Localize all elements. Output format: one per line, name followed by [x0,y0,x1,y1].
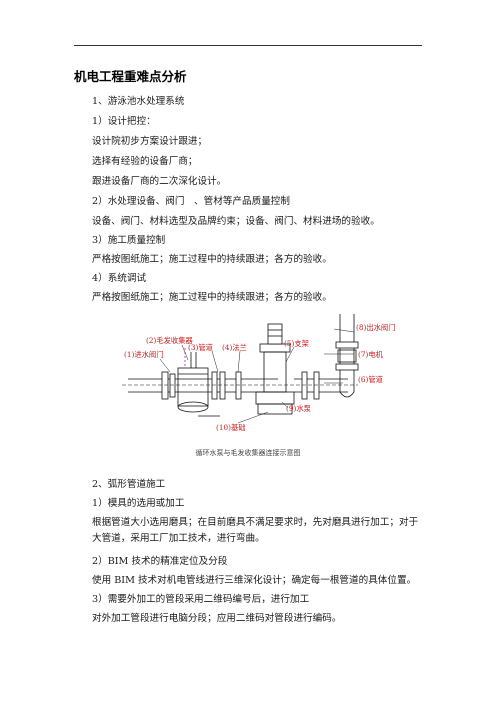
figure-caption: 循环水泵与毛发收集器连接示意图 [195,449,301,457]
label-pipe-right: (6)管道 [358,375,384,384]
subheading: 2）水处理设备、阀门 、管材等产品质量控制 [92,196,290,207]
label-flange: (4)法兰 [222,343,247,352]
subheading: 4）系统调试 [92,273,147,284]
body-line: 跟进设备厂商的二次深化设计。 [92,176,227,187]
body-line: 设计院初步方案设计跟进； [92,136,208,147]
header-rule [74,45,422,46]
body-line: 选择有经验的设备厂商； [92,156,198,167]
label-outlet-valve: (8)出水阀门 [356,323,396,332]
subheading: 3）施工质量控制 [92,235,166,246]
body-line: 严格按图纸施工；施工过程中的持续跟进；各方的验收。 [92,292,332,303]
label-pipe-left: (3)管道 [188,343,214,352]
body-line: 严格按图纸施工；施工过程中的持续跟进；各方的验收。 [92,254,332,265]
subheading: 1）设计把控： [92,116,156,127]
subheading: 3）需要外加工的管段采用二维码编号后，进行加工 [92,594,310,605]
body-paragraph: 根据管道大小选用磨具；在目前磨具不满足要求时，先对磨具进行加工；对于大管道，采用… [74,515,426,547]
label-motor: (7)电机 [358,350,384,359]
subheading: 2）BIM 技术的精准定位及分段 [92,556,228,567]
label-hair-collector: (2)毛发收集器 [146,336,194,345]
label-support: (5)支架 [284,339,309,348]
page-title: 机电工程重难点分析 [74,69,187,84]
label-pump: (9)水泵 [286,404,311,413]
section-heading: 2、弧形管道施工 [92,479,166,490]
body-line: 使用 BIM 技术对机电管线进行三维深化设计；确定每一根管道的具体位置。 [92,575,417,586]
body-line: 设备、阀门、材料选型及品牌约束；设备、阀门、材料进场的验收。 [92,216,380,227]
label-base: (10)基础 [216,423,246,432]
pump-connection-diagram: (1)进水阀门 (2)毛发收集器 (3)管道 (4)法兰 (5)支架 (6)管道… [118,312,396,442]
body-line: 对外加工管段进行电脑分段；应用二维码对管段进行编码。 [92,613,342,624]
label-inlet-valve: (1)进水阀门 [124,350,164,359]
paragraph-text: 根据管道大小选用磨具；在目前磨具不满足要求时，先对磨具进行加工；对于大管道，采用… [92,517,419,544]
subheading: 1）模具的选用或加工 [92,498,185,509]
section-heading: 1、游泳池水处理系统 [92,96,185,107]
